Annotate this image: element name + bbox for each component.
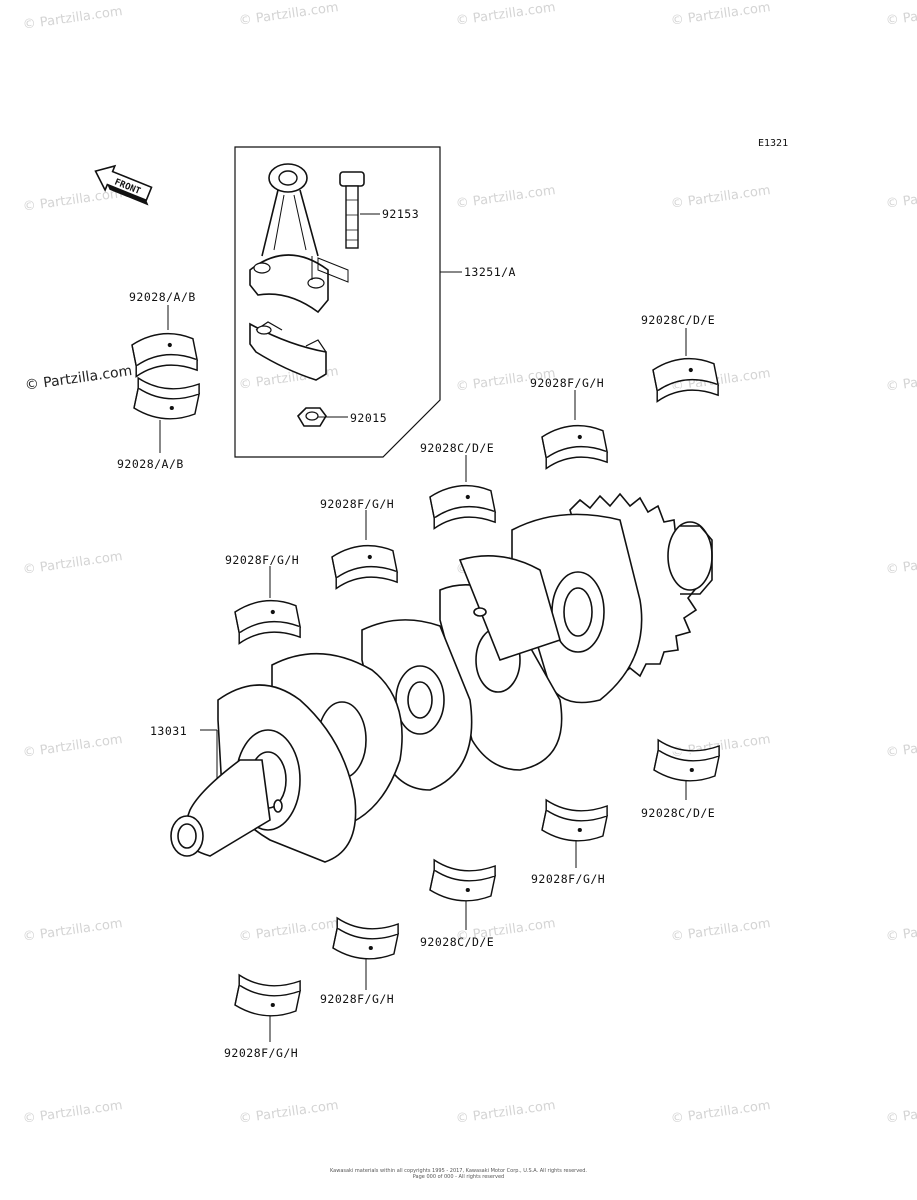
bearing-shell bbox=[131, 332, 198, 378]
front-arrow-icon: FRONT bbox=[94, 164, 153, 206]
bearing-shell bbox=[234, 599, 301, 645]
part-label-92028fgh[interactable]: 92028F/G/H bbox=[530, 376, 605, 390]
part-label-92028fgh[interactable]: 92028F/G/H bbox=[224, 1046, 299, 1060]
bearing-shell bbox=[541, 799, 608, 842]
bearing-shell bbox=[429, 484, 496, 530]
bearing-shell bbox=[652, 357, 719, 403]
part-label-92015[interactable]: 92015 bbox=[350, 411, 388, 425]
part-label-13031[interactable]: 13031 bbox=[150, 724, 188, 738]
part-label-92028cde[interactable]: 92028C/D/E bbox=[641, 806, 716, 820]
part-label-92153[interactable]: 92153 bbox=[382, 207, 420, 221]
connecting-rod-cap bbox=[249, 321, 327, 381]
diagram-code: E1321 bbox=[758, 138, 789, 149]
part-label-92028ab[interactable]: 92028/A/B bbox=[117, 457, 184, 471]
part-label-92028cde[interactable]: 92028C/D/E bbox=[420, 935, 495, 949]
con-rod-bolt bbox=[317, 171, 365, 283]
bearing-shell bbox=[332, 917, 399, 960]
copyright-line: Kawasaki materials within all copyrights… bbox=[329, 1168, 588, 1174]
part-label-92028fgh[interactable]: 92028F/G/H bbox=[320, 992, 395, 1006]
part-label-92028fgh[interactable]: 92028F/G/H bbox=[531, 872, 606, 886]
crankshaft bbox=[170, 492, 713, 863]
bearing-shell bbox=[331, 544, 398, 590]
part-label-92028fgh[interactable]: 92028F/G/H bbox=[320, 497, 395, 511]
bearing-shell bbox=[234, 974, 301, 1017]
part-label-92028cde[interactable]: 92028C/D/E bbox=[641, 313, 716, 327]
con-rod-assembly-box bbox=[234, 146, 441, 458]
part-label-92028fgh[interactable]: 92028F/G/H bbox=[225, 553, 300, 567]
bearing-shell bbox=[653, 739, 720, 782]
bearing-shell bbox=[429, 859, 496, 902]
connecting-rod bbox=[249, 163, 329, 314]
copyright-line: Page 000 of 000 - All rights reserved bbox=[412, 1174, 505, 1180]
con-rod-nut bbox=[296, 407, 327, 427]
part-label-13251a[interactable]: 13251/A bbox=[464, 265, 516, 279]
part-label-92028cde[interactable]: 92028C/D/E bbox=[420, 441, 495, 455]
bearing-shell bbox=[133, 377, 200, 420]
bearing-shell bbox=[541, 424, 608, 470]
part-label-92028ab[interactable]: 92028/A/B bbox=[129, 290, 196, 304]
